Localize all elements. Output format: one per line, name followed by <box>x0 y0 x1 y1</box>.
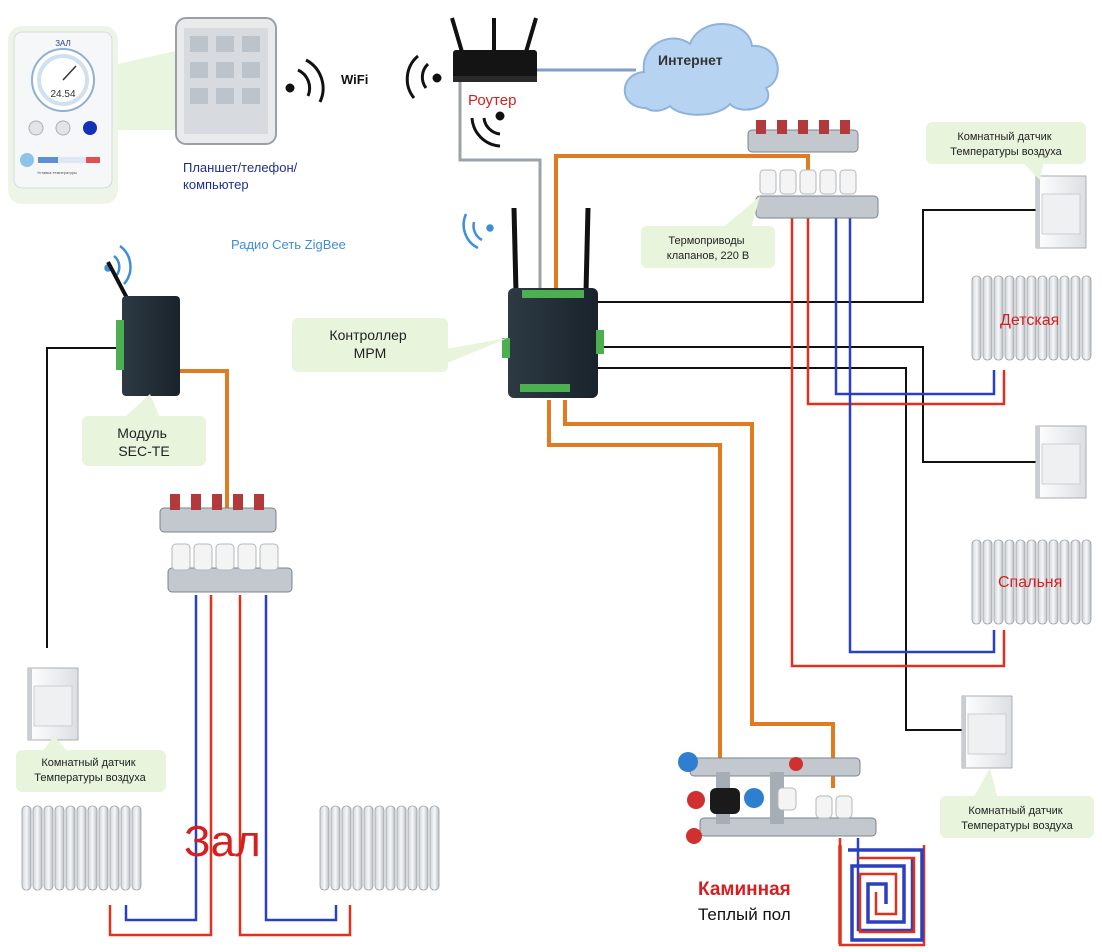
tablet-label-line1: Планшет/телефон/ <box>183 160 298 175</box>
callout-sensor-hall: Комнатный датчик Температуры воздуха <box>16 736 166 792</box>
tablet-label-line2: компьютер <box>183 177 249 192</box>
router-device <box>450 17 538 82</box>
room-label-children: Детская <box>1000 312 1059 329</box>
room-sensor-middle-right <box>1035 425 1087 499</box>
thermostat-setpoint-bar <box>38 157 100 163</box>
sensor-top-label-line1: Комнатный датчик <box>957 131 1051 143</box>
callout-actuators: Термоприводы клапанов, 220 В <box>641 196 775 268</box>
svg-text:Комнатный датчик Темпера: Комнатный датчик Температуры воздуха <box>34 757 146 784</box>
manifold-hall <box>159 494 293 593</box>
thermostat-button-left <box>28 120 44 136</box>
manifold-top <box>747 120 879 219</box>
room-sensor-bottom-right <box>961 695 1013 769</box>
svg-text:Комнатный датчик Темпера: Комнатный датчик Температуры воздуха <box>961 805 1073 832</box>
sensor-bottom-label-line2: Температуры воздуха <box>961 820 1073 832</box>
controller-device <box>502 207 604 398</box>
module-label-line2: SEC-TE <box>118 443 169 459</box>
thermostat-bar-label: Уставка температуры <box>37 170 77 175</box>
wifi-icon-router-bottom <box>470 111 505 148</box>
callout-controller: Контроллер MPM <box>292 318 508 372</box>
red-pipes <box>108 218 1006 947</box>
wifi-icon-tablet <box>285 58 325 103</box>
blue-pipes <box>124 218 996 932</box>
actuators-label-line1: Термоприводы <box>668 235 744 247</box>
manifold-fireplace-room <box>678 752 877 844</box>
radiator-hall-left <box>21 805 142 891</box>
room-label-fireplace: Каминная <box>698 879 791 900</box>
room-sensor-top-right <box>1035 175 1087 249</box>
radiator-hall-right <box>319 805 440 891</box>
gray-cables <box>458 68 636 290</box>
internet-cloud <box>623 23 779 116</box>
callout-sensor-top-right: Комнатный датчик Температуры воздуха <box>926 122 1086 180</box>
module-sec-te <box>106 261 180 396</box>
callout-sensor-bottom-right: Комнатный датчик Температуры воздуха <box>940 768 1094 838</box>
wifi-icon-router-left <box>405 54 442 99</box>
thermostat-screen: ЗАЛ 24.54 Уставка температуры <box>8 26 180 204</box>
room-label-bedroom: Спальня <box>998 574 1062 591</box>
sensor-hall-label-line1: Комнатный датчик <box>41 757 135 769</box>
orange-cables <box>180 154 835 788</box>
svg-text:Модуль SEC-TE: Модуль SEC-TE <box>117 425 171 459</box>
underfloor-heating-loop <box>838 845 924 944</box>
black-wires <box>46 209 1036 731</box>
room-sensor-hall <box>27 667 79 741</box>
room-label-hall: Зал <box>184 817 261 866</box>
thermostat-button-middle <box>55 120 71 136</box>
module-label-line1: Модуль <box>117 425 167 441</box>
actuators-label-line2: клапанов, 220 В <box>667 250 749 262</box>
zigbee-label: Радио Сеть ZigBee <box>231 237 346 252</box>
thermostat-button-right <box>83 121 97 135</box>
internet-label: Интернет <box>658 52 723 68</box>
tablet-label: Планшет/телефон/ компьютер <box>183 160 301 192</box>
callout-module: Модуль SEC-TE <box>82 394 206 466</box>
thermostat-temperature: 24.54 <box>50 89 75 100</box>
controller-label-line1: Контроллер <box>329 327 406 343</box>
sensor-bottom-label-line1: Комнатный датчик <box>968 805 1062 817</box>
svg-text:Комнатный датчик Темпера: Комнатный датчик Температуры воздуха <box>950 131 1062 158</box>
router-label: Роутер <box>468 92 516 109</box>
svg-text:Контроллер MPM: Контроллер MPM <box>329 327 410 361</box>
room-label-underfloor: Теплый пол <box>698 905 791 924</box>
sensor-top-label-line2: Температуры воздуха <box>950 146 1062 158</box>
thermostat-room-name: ЗАЛ <box>55 39 71 48</box>
svg-text:Термоприводы клапанов, 2: Термоприводы клапанов, 220 В <box>667 235 749 262</box>
wifi-label: WiFi <box>341 72 368 87</box>
tablet-device <box>175 17 277 145</box>
controller-label-line2: MPM <box>354 345 387 361</box>
zigbee-icon-controller <box>462 213 494 250</box>
sensor-hall-label-line2: Температуры воздуха <box>34 772 146 784</box>
